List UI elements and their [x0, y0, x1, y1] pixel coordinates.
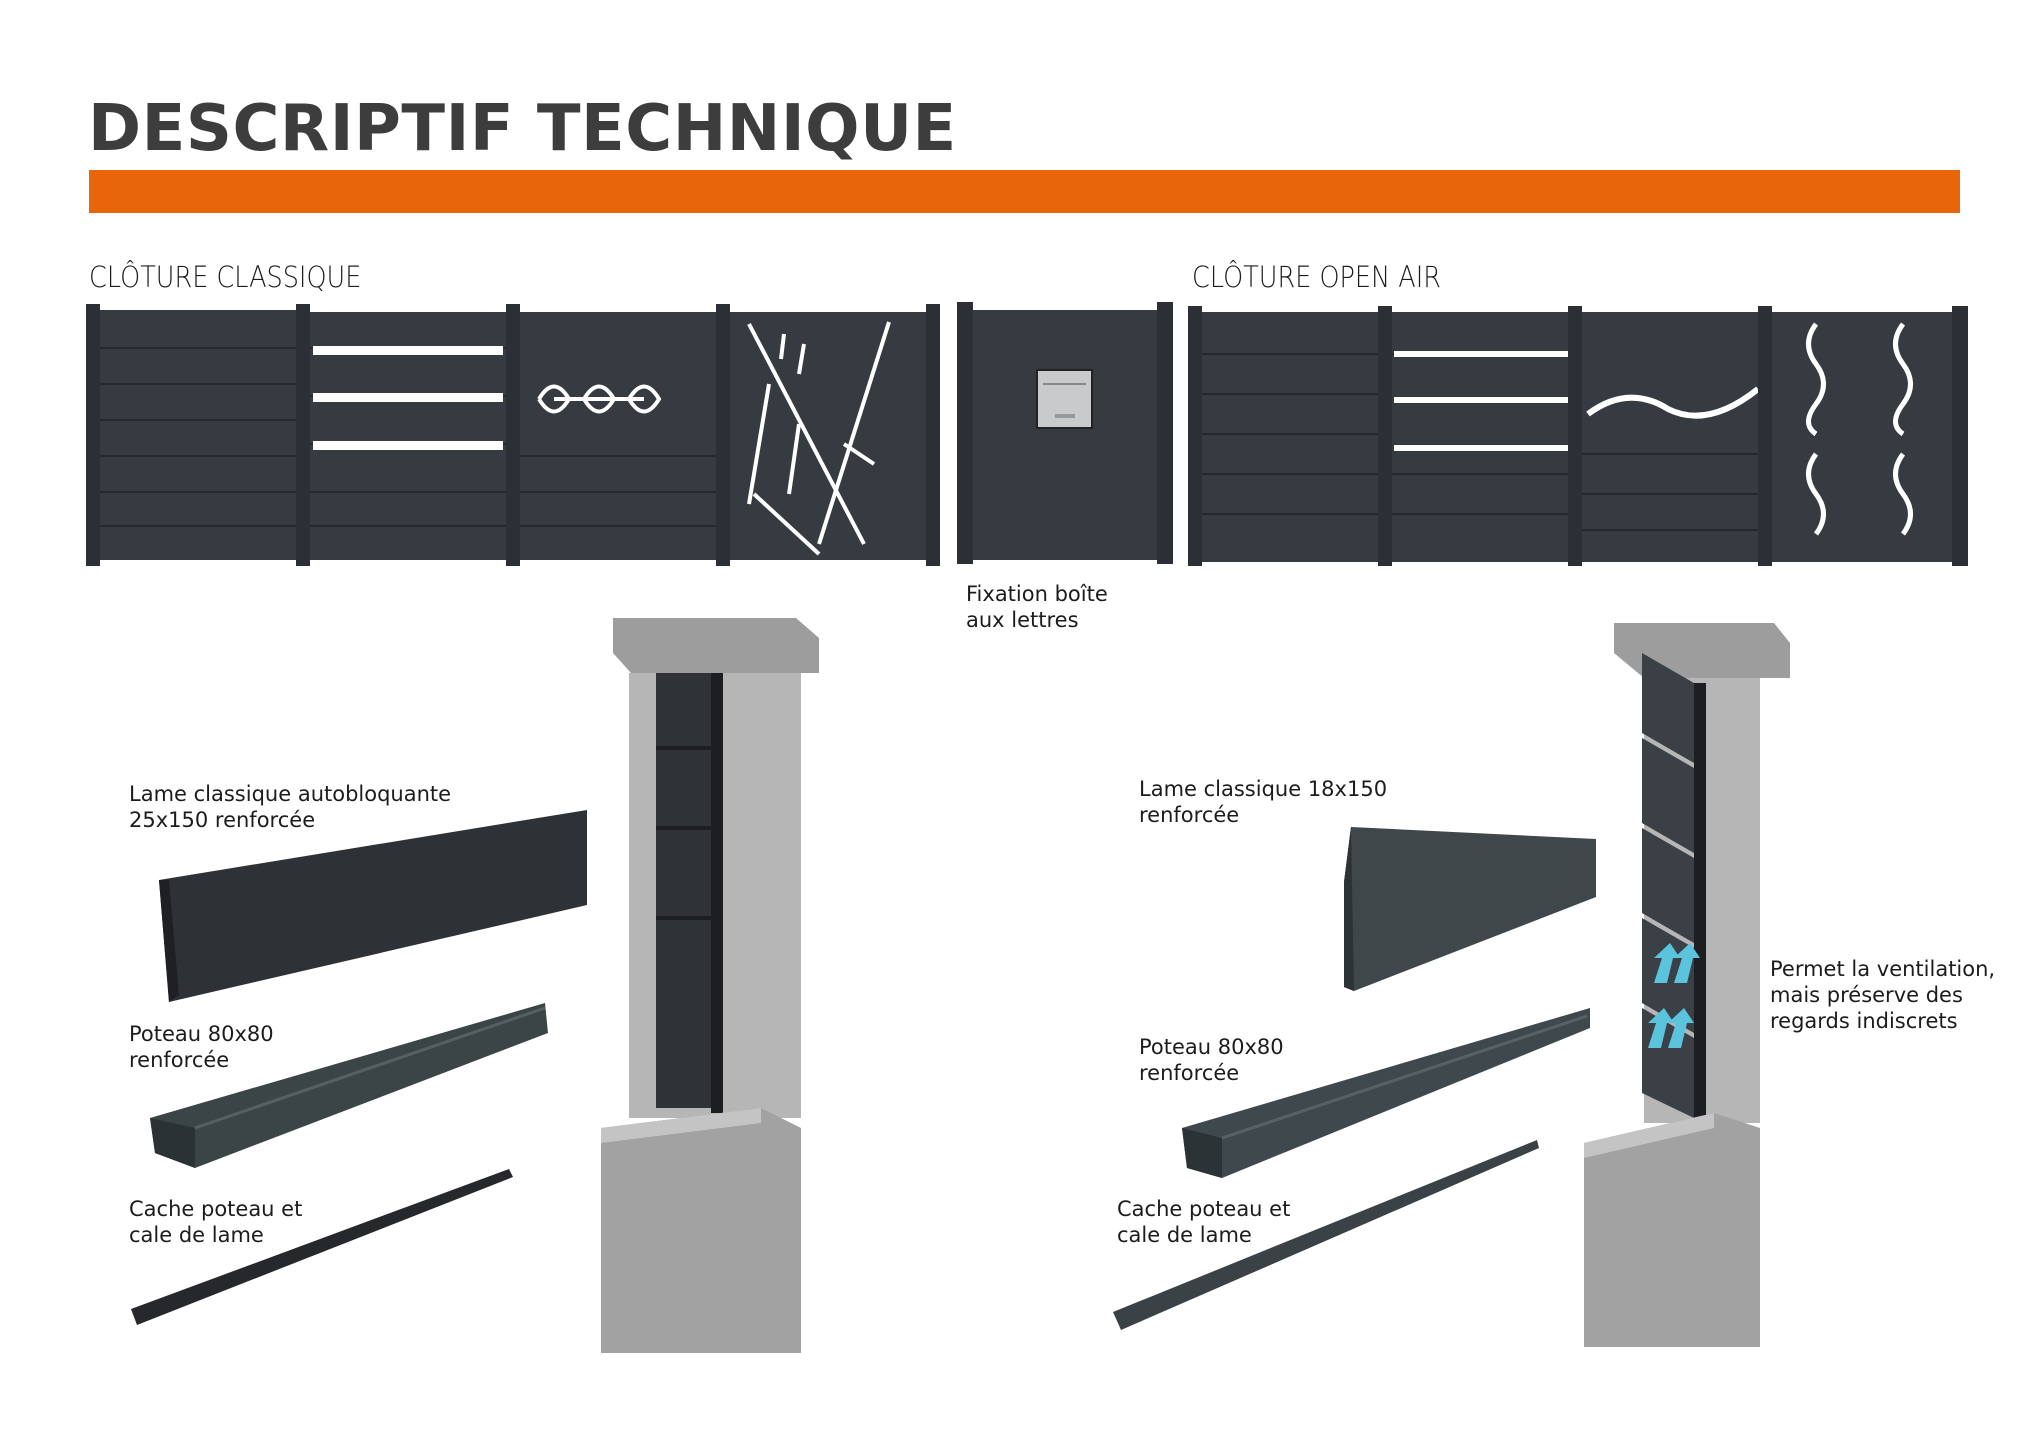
open-air-fence-illustration: [1188, 306, 1968, 566]
classic-poteau-label: Poteau 80x80 renforcée: [129, 1022, 274, 1072]
section-heading-open-air: CLÔTURE OPEN AIR: [1192, 260, 1441, 294]
ventilation-arrow-icon: [1648, 943, 1700, 1048]
classic-lame-illustration: [159, 810, 587, 1002]
open-air-lame-label: Lame classique 18x150 renforcée: [1139, 777, 1388, 827]
open-air-pillar-illustration: [1584, 623, 1790, 1347]
classic-cache-illustration: [131, 1169, 513, 1325]
open-air-poteau-illustration: [1182, 1008, 1590, 1178]
mailbox-panel-illustration: [957, 302, 1173, 564]
open-air-cache-label: Cache poteau et cale de lame: [1117, 1197, 1291, 1247]
open-air-lame-illustration: [1344, 827, 1596, 991]
classic-poteau-illustration: [150, 1003, 548, 1168]
classic-pillar-illustration: [601, 618, 819, 1353]
page-title: DESCRIPTIF TECHNIQUE: [88, 92, 957, 166]
ventilation-label: Permet la ventilation, mais préserve des…: [1770, 957, 1996, 1033]
open-air-cache-illustration: [1113, 1140, 1539, 1330]
classic-lame-label: Lame classique autobloquante 25x150 renf…: [129, 782, 452, 832]
open-air-poteau-label: Poteau 80x80 renforcée: [1139, 1035, 1284, 1085]
classic-cache-label: Cache poteau et cale de lame: [129, 1197, 303, 1247]
classic-fence-illustration: [86, 304, 940, 566]
mailbox-label: Fixation boîte aux lettres: [966, 582, 1108, 632]
accent-bar: [89, 170, 1960, 213]
section-heading-classique: CLÔTURE CLASSIQUE: [89, 260, 362, 294]
